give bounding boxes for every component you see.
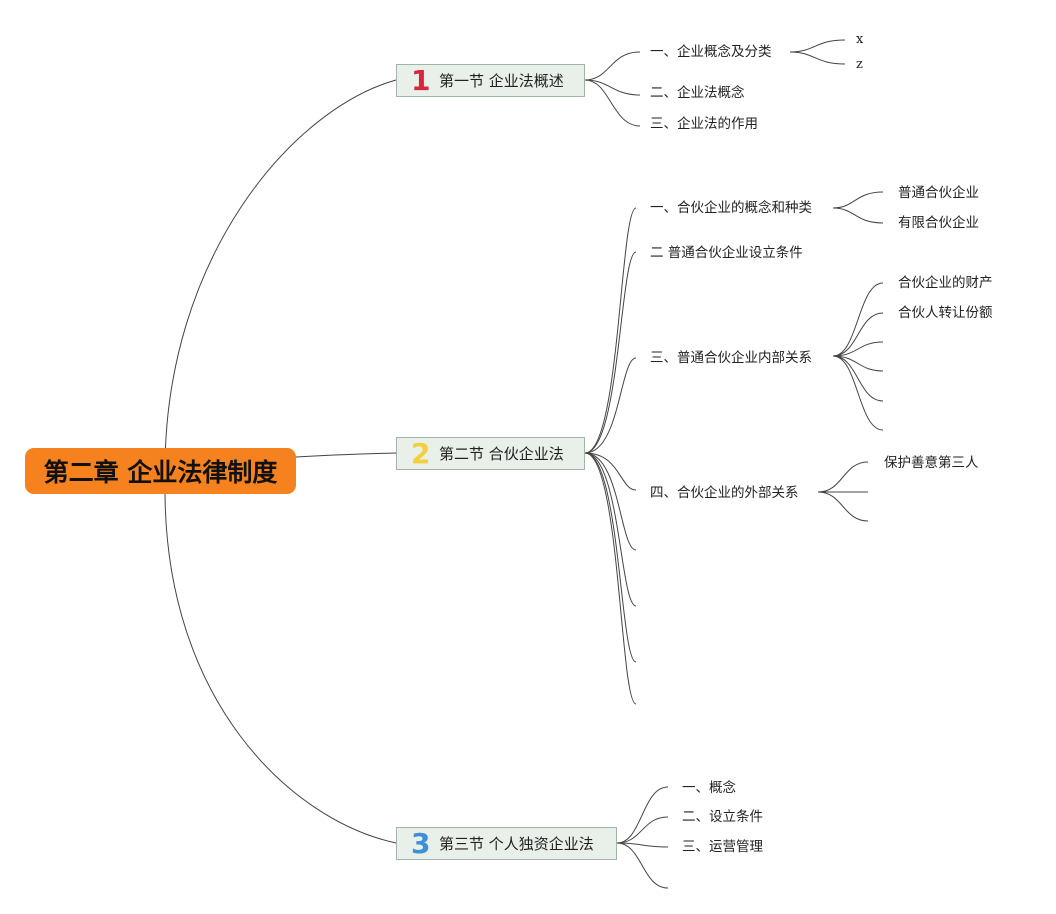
link-s3-t1 <box>616 786 669 844</box>
s2-topic-4-child-1[interactable]: 保护善意第三人 <box>884 455 979 471</box>
root-title: 第二章 企业法律制度 <box>43 458 278 487</box>
link-s2-t3-c2 <box>832 312 884 357</box>
s2-topic-1-child-1[interactable]: 普通合伙企业 <box>898 185 979 201</box>
number-3-icon: 3 <box>411 826 431 860</box>
link-s2-t4-e2 <box>817 491 869 522</box>
link-s2-e2 <box>584 452 637 607</box>
number-1-icon: 1 <box>411 63 431 97</box>
link-s3-t3 <box>616 842 669 848</box>
link-s2-t3-c1 <box>832 282 884 357</box>
link-s1-t3 <box>584 79 641 127</box>
link-s2-t4-c1 <box>817 461 869 493</box>
link-s3-t2 <box>616 816 669 844</box>
link-s2-t1-c2 <box>832 207 884 224</box>
link-s1-t2 <box>584 79 641 96</box>
s2-topic-1-child-2[interactable]: 有限合伙企业 <box>898 215 979 231</box>
link-s2-t4 <box>584 452 637 491</box>
s3-topic-1[interactable]: 一、概念 <box>682 780 736 796</box>
link-s2-e3 <box>584 452 637 663</box>
link-s3-e1 <box>616 842 669 889</box>
s2-topic-2[interactable]: 二 普通合伙企业设立条件 <box>650 245 803 261</box>
s2-topic-4[interactable]: 四、合伙企业的外部关系 <box>650 485 799 501</box>
s3-topic-2[interactable]: 二、设立条件 <box>682 809 763 825</box>
s2-topic-3-child-2[interactable]: 合伙人转让份额 <box>898 305 993 321</box>
section-3-title: 第三节 个人独资企业法 <box>439 835 594 853</box>
link-s1-t1 <box>584 51 641 81</box>
section-3-topic[interactable]: 3 第三节 个人独资企业法 <box>396 827 617 860</box>
link-s1-t1-x <box>789 39 846 53</box>
s1-topic-1-child-x[interactable]: x <box>856 32 864 47</box>
s2-topic-3-child-1[interactable]: 合伙企业的财产 <box>898 275 993 291</box>
link-root-sec2 <box>295 452 397 458</box>
s1-topic-2[interactable]: 二、企业法概念 <box>650 85 745 101</box>
link-s2-t3-e2 <box>832 355 884 372</box>
s3-topic-3[interactable]: 三、运营管理 <box>682 839 763 855</box>
link-s2-t2 <box>584 251 637 454</box>
link-root-sec1 <box>164 79 397 471</box>
section-2-topic[interactable]: 2 第二节 合伙企业法 <box>396 437 585 470</box>
s1-topic-1-child-z[interactable]: z <box>856 57 863 72</box>
s2-topic-3[interactable]: 三、普通合伙企业内部关系 <box>650 350 812 366</box>
section-2-title: 第二节 合伙企业法 <box>439 445 564 463</box>
link-s2-t3-e3 <box>832 355 884 402</box>
link-s1-t1-z <box>789 51 846 65</box>
link-s2-t3-e4 <box>832 355 884 431</box>
link-root-sec3 <box>164 489 397 844</box>
section-1-title: 第一节 企业法概述 <box>439 72 564 90</box>
link-s2-t1-c1 <box>832 191 884 209</box>
link-s2-e1 <box>584 452 637 551</box>
link-s2-e4 <box>584 452 637 705</box>
number-2-icon: 2 <box>411 436 431 470</box>
link-s2-t1 <box>584 207 637 454</box>
s1-topic-3[interactable]: 三、企业法的作用 <box>650 116 758 132</box>
s1-topic-1[interactable]: 一、企业概念及分类 <box>650 44 772 60</box>
section-1-topic[interactable]: 1 第一节 企业法概述 <box>396 64 585 97</box>
link-s2-t3 <box>584 357 637 454</box>
s2-topic-1[interactable]: 一、合伙企业的概念和种类 <box>650 200 812 216</box>
root-topic[interactable]: 第二章 企业法律制度 <box>25 448 296 494</box>
link-s2-t3-e1 <box>832 341 884 357</box>
